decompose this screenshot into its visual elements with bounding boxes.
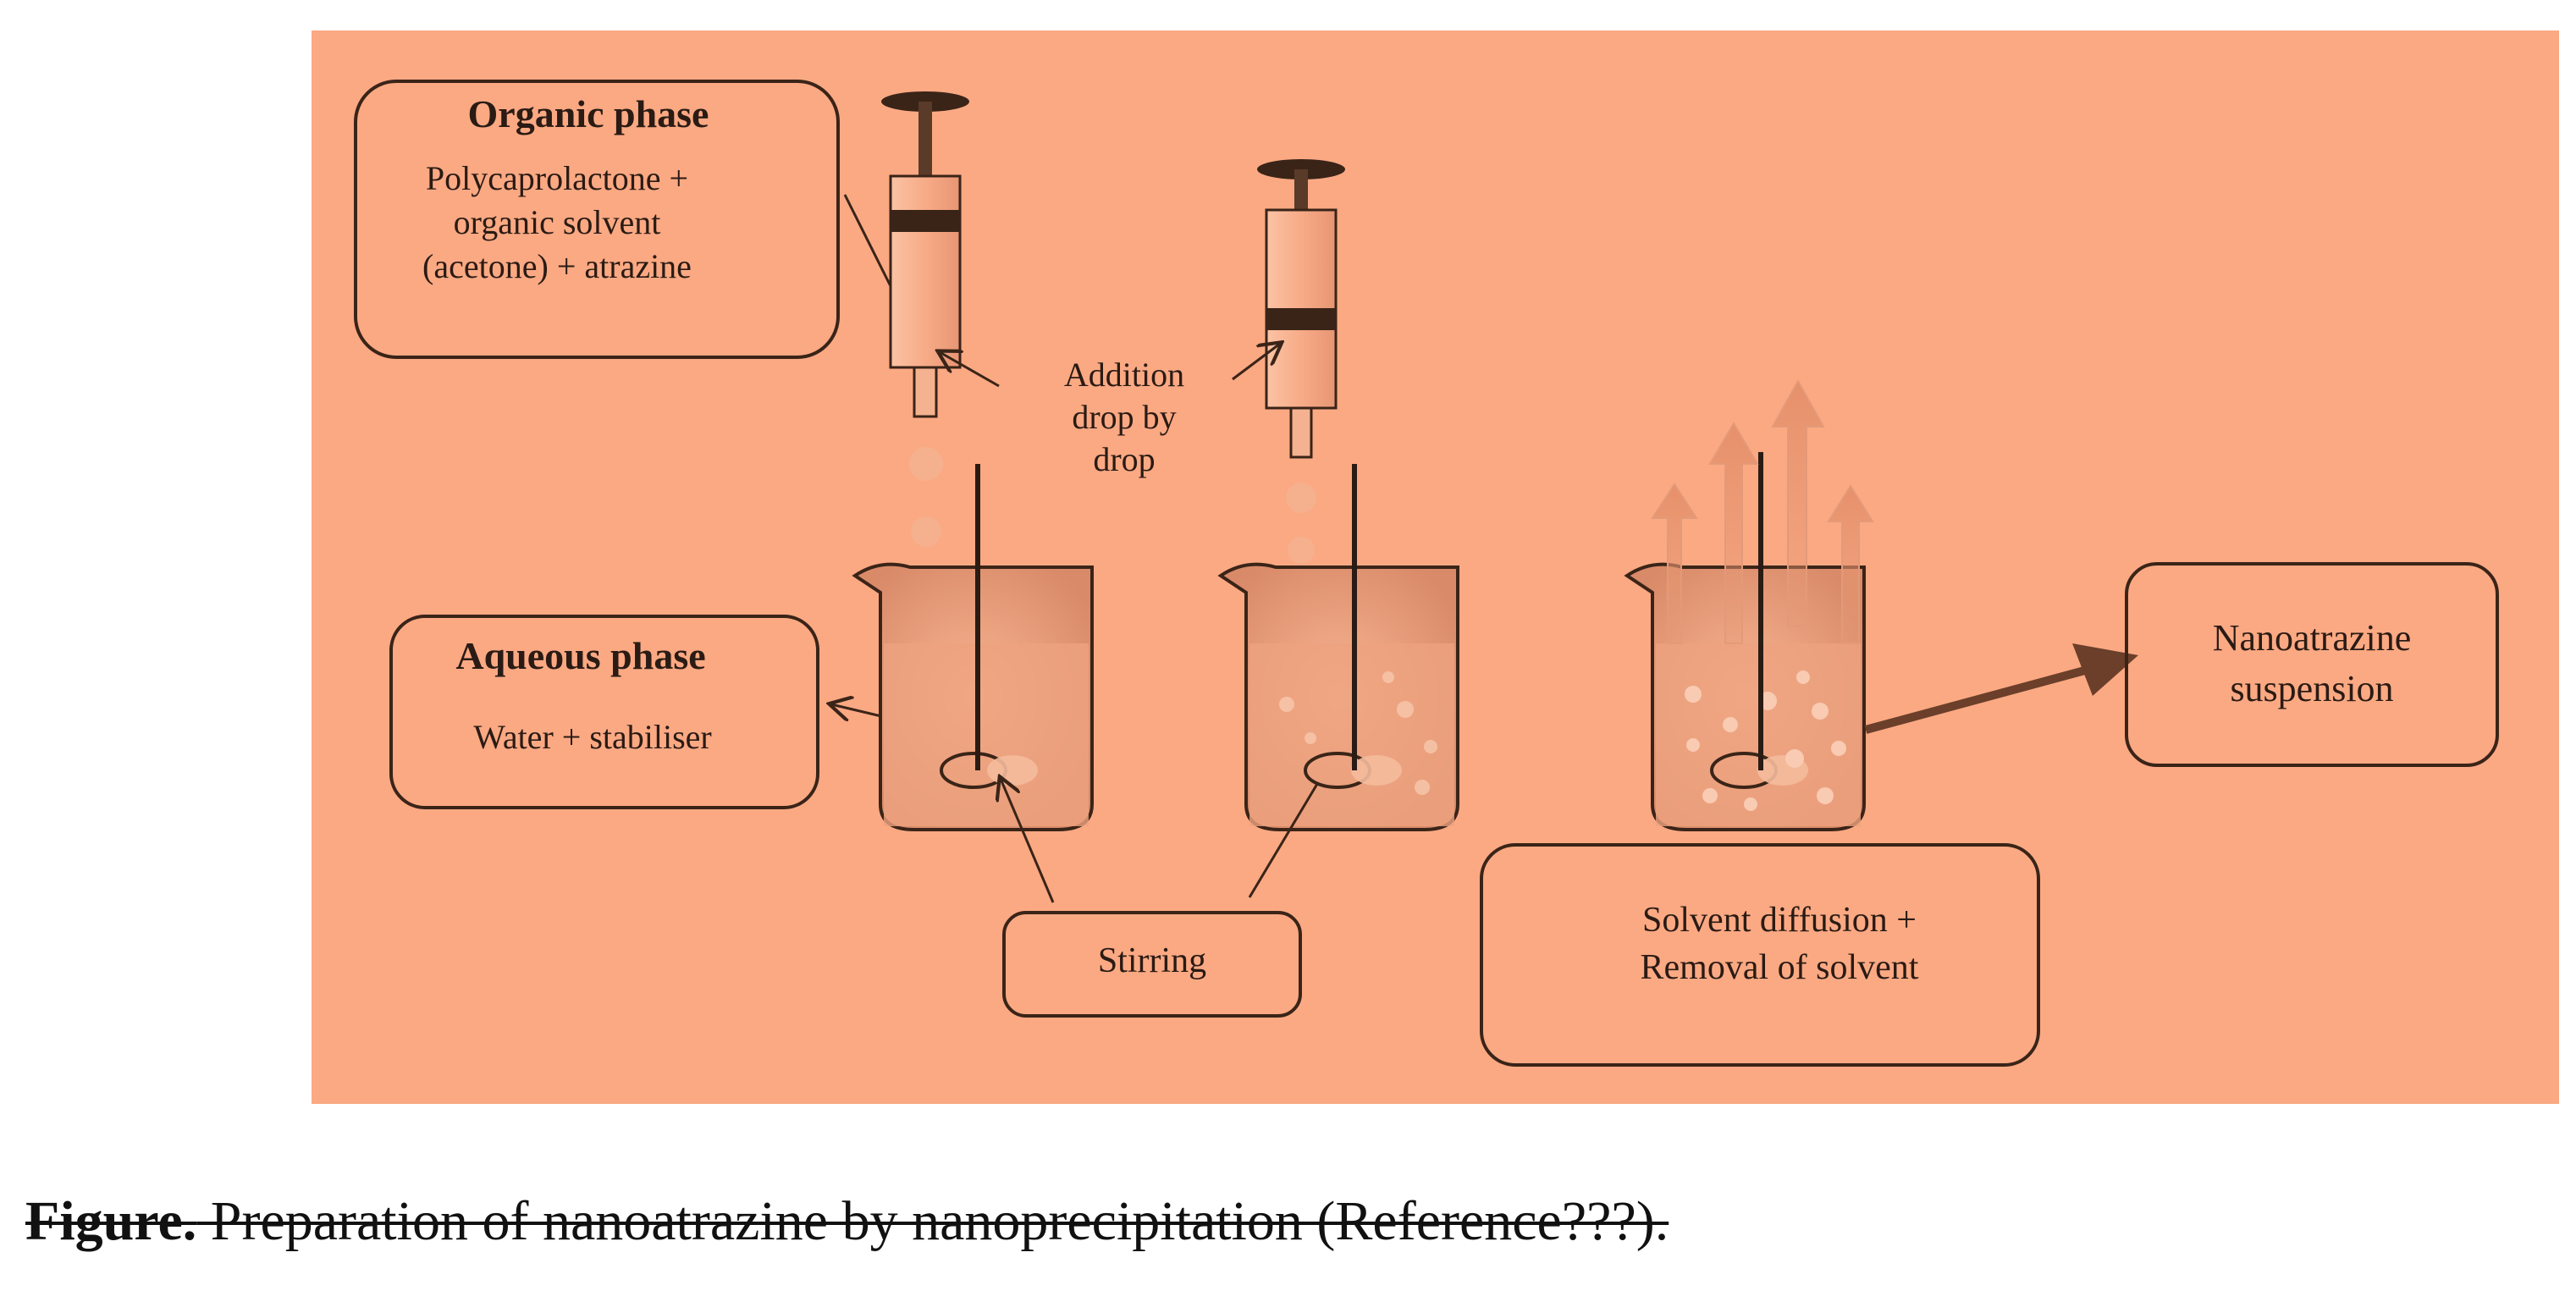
aqueous-phase-text: Water + stabiliser <box>473 718 711 756</box>
result-box: Nanoatrazine suspension <box>2125 562 2499 767</box>
result-line-2: suspension <box>2230 668 2393 709</box>
solvent-box: Solvent diffusion + Removal of solvent <box>1480 843 2040 1067</box>
nanoprecipitation-diagram: Organic phase Polycaprolactone + organic… <box>312 30 2559 1104</box>
aqueous-phase-box: Aqueous phase Water + stabiliser <box>389 615 819 809</box>
vapor-arrow-icon <box>1651 378 1874 644</box>
organic-phase-box: Organic phase Polycaprolactone + organic… <box>354 80 840 359</box>
syringe-icon <box>881 91 1000 418</box>
result-arrow <box>1864 643 2138 734</box>
beaker-icon <box>1217 562 1459 831</box>
stirring-pointer-line-2 <box>1248 783 1319 898</box>
addition-line-2: drop by <box>1072 398 1176 436</box>
beaker-icon <box>1624 562 1866 831</box>
addition-label: Addition drop by drop <box>1064 356 1184 478</box>
stirring-pointer-line-1 <box>1001 779 1055 903</box>
stirring-text: Stirring <box>1098 941 1206 980</box>
caption-label: Figure. <box>25 1190 197 1252</box>
organic-phase-line-3: (acetone) + atrazine <box>422 247 692 285</box>
solvent-line-2: Removal of solvent <box>1641 948 1919 987</box>
stirring-box: Stirring <box>1002 911 1302 1018</box>
addition-line-3: drop <box>1093 440 1155 478</box>
beaker-icon <box>852 562 1094 831</box>
droplet-icon <box>1286 483 1316 564</box>
droplet-icon <box>909 447 943 547</box>
figure-panel: Organic phase Polycaprolactone + organic… <box>312 30 2559 1104</box>
organic-phase-line-2: organic solvent <box>454 203 661 241</box>
figure-caption: Figure. Preparation of nanoatrazine by n… <box>25 1189 1669 1254</box>
organic-phase-title: Organic phase <box>468 92 709 135</box>
organic-phase-line-1: Polycaprolactone + <box>426 159 688 197</box>
aqueous-phase-title: Aqueous phase <box>455 634 705 677</box>
syringe-icon <box>1232 159 1345 459</box>
caption-text: Preparation of nanoatrazine by nanopreci… <box>196 1190 1669 1252</box>
solvent-line-1: Solvent diffusion + <box>1642 901 1917 940</box>
result-line-1: Nanoatrazine <box>2213 617 2412 659</box>
addition-line-1: Addition <box>1064 356 1184 394</box>
